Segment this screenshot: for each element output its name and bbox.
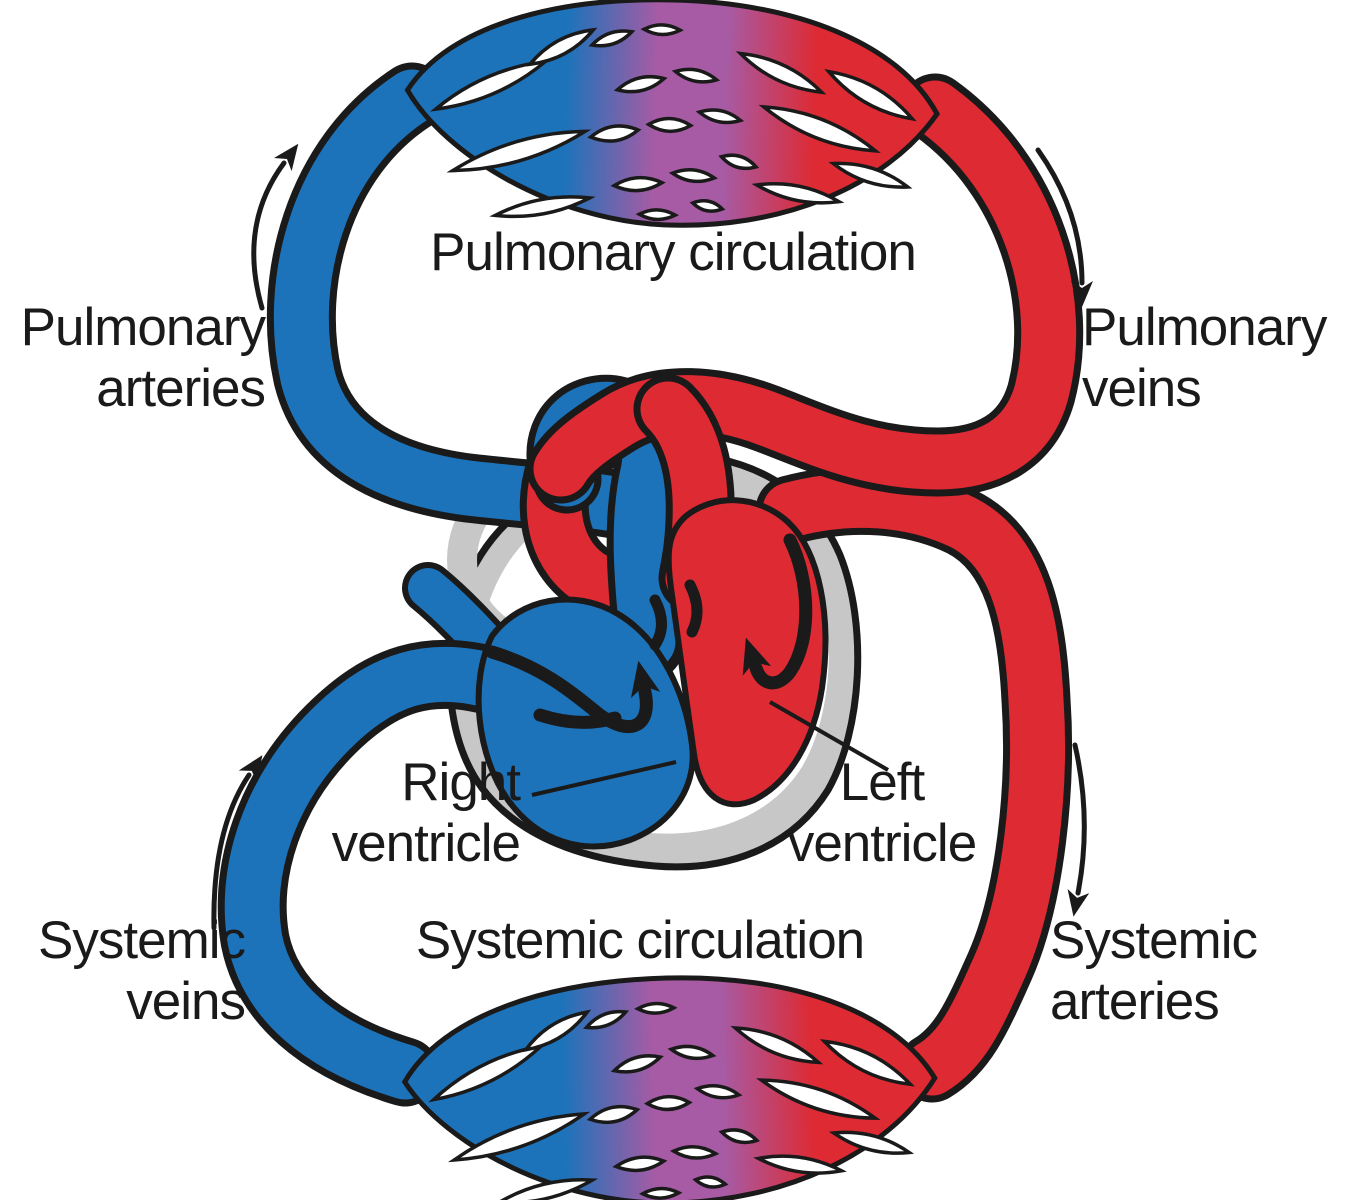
label-left-ventricle: Left ventricle [787, 752, 977, 874]
pulmonary-artery-direction-arrow [251, 143, 299, 311]
label-line: Systemic [38, 911, 246, 970]
valve-mark [649, 594, 667, 651]
valve-mark [684, 579, 703, 638]
label-line: veins [1082, 359, 1202, 418]
systemic-artery-direction-arrow [1067, 742, 1090, 917]
label-systemic-veins: Systemic veins [38, 910, 246, 1032]
label-line: veins [126, 972, 246, 1031]
heart-chambers [475, 497, 829, 850]
right-ventricle-leader-line [531, 760, 677, 797]
label-pulmonary-circulation: Pulmonary circulation [430, 223, 917, 282]
left-ventricle-leader-line [769, 700, 889, 772]
leader-lines [531, 700, 889, 797]
label-line: Pulmonary [1082, 298, 1327, 357]
label-line: Right [401, 753, 521, 812]
label-line: Left [839, 753, 925, 812]
label-right-ventricle: Right ventricle [331, 752, 521, 874]
right-ventricle-flow-stroke [533, 708, 622, 729]
label-line: arteries [96, 359, 266, 418]
left-ventricle-flow-arrow [742, 533, 813, 690]
label-line: ventricle [787, 814, 977, 873]
label-pulmonary-veins: Pulmonary veins [1082, 297, 1327, 419]
label-pulmonary-arteries: Pulmonary arteries [20, 297, 266, 419]
label-systemic-arteries: Systemic arteries [1050, 910, 1258, 1032]
systemic-vein-direction-arrow [211, 755, 263, 931]
lung-capillary-bed [404, 0, 940, 234]
body-capillary-bed [402, 971, 938, 1200]
pulmonary-vein-direction-arrow [1035, 147, 1093, 307]
label-line: Systemic [1050, 911, 1258, 970]
label-line: ventricle [331, 814, 521, 873]
label-line: Pulmonary [20, 298, 266, 357]
flow-direction-arrows [211, 143, 1093, 931]
label-line: arteries [1050, 972, 1220, 1031]
label-systemic-circulation: Systemic circulation [415, 911, 865, 970]
